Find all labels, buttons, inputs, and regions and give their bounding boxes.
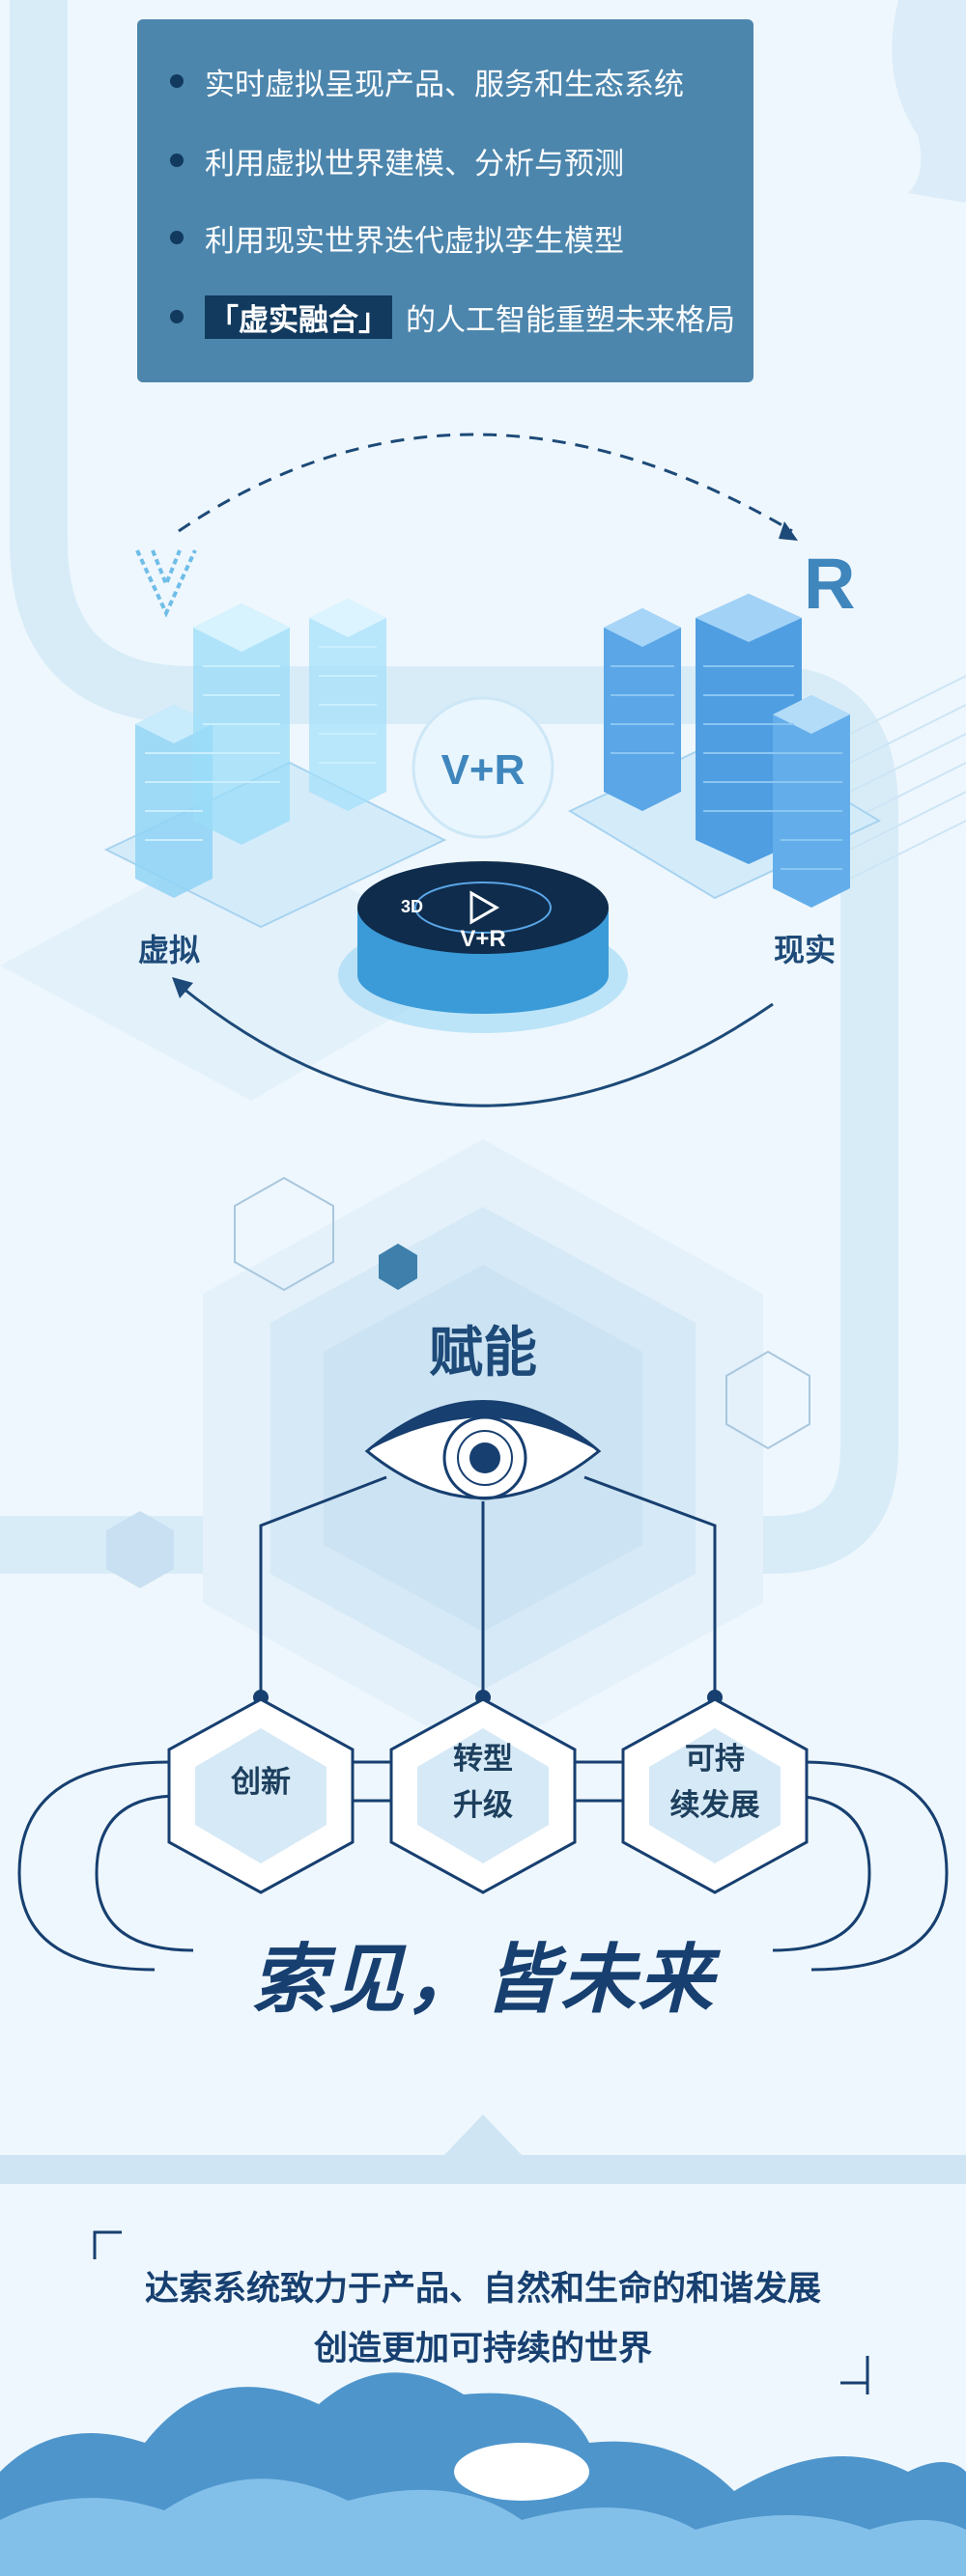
device-vr-label: V+R [460,926,505,952]
eye-pupil [469,1442,500,1473]
arrow-right-icon [779,521,798,541]
feature-item: 利用现实世界迭代虚拟孪生模型 [170,218,624,259]
branch-transformation: 转型 升级 [425,1736,541,1829]
feature-text: 实时虚拟呈现产品、服务和生态系统 [205,67,684,102]
features-panel: 实时虚拟呈现产品、服务和生态系统 利用虚拟世界建模、分析与预测 利用现实世界迭代… [137,19,753,382]
real-label: 现实 [774,932,836,968]
outline-hexagon-right [725,1350,810,1450]
connector-lines [259,1475,717,1697]
feature-text: 利用现实世界迭代虚拟孪生模型 [205,223,624,259]
feature-highlight: 「虚实融合」 [205,294,392,339]
device-3d-label: 3D [401,897,423,916]
hexagon-node [389,1697,577,1894]
arrow-left-icon [172,977,193,998]
loop-right-inner [772,1794,871,1952]
globe-silhouette [892,0,966,203]
virtual-label: 虚拟 [138,932,200,968]
empower-title: 赋能 [429,1322,537,1385]
bracket-top-left [93,2230,122,2259]
outline-hexagon-small [234,1176,334,1292]
feature-item: 利用虚拟世界建模、分析与预测 [170,141,624,182]
r-letter: R [804,544,855,624]
bullet-dot-icon [170,310,184,323]
headline: 索见，皆未来 [250,1937,715,2024]
feature-item: 实时虚拟呈现产品、服务和生态系统 [170,62,684,102]
branch-sustainability: 可持 续发展 [647,1736,782,1829]
branch-innovation: 创新 [203,1759,319,1806]
branch-label-line1: 转型 [453,1742,513,1777]
vr-illustration: R V+R 3D V+R [103,433,882,1107]
v-letter-icon [135,549,197,618]
slogan-line2: 创造更加可持续的世界 [313,2330,652,2368]
bullet-dot-icon [170,74,184,88]
solid-arc [178,983,774,1107]
feature-item: 「虚实融合」的人工智能重塑未来格局 [170,294,735,339]
slogan-brackets [93,2230,869,2394]
loop-left-inner [95,1794,194,1952]
branch-label-line2: 续发展 [669,1788,760,1823]
bullet-dot-icon [170,231,184,244]
loop-left-outer [17,1760,170,1972]
play-icon [469,890,500,925]
eye-iris [442,1415,527,1500]
eye-iris-inner [457,1430,513,1486]
solid-hexagon-small [379,1244,417,1290]
empower-diagram: 赋能 [17,1322,949,1972]
vr-bubble-text: V+R [441,746,526,794]
virtual-buildings [135,599,386,898]
real-buildings [604,594,850,908]
branch-label: 创新 [231,1765,291,1800]
hexagon-node [167,1697,355,1894]
cloud-front [0,2478,966,2576]
circuit-lines [849,675,966,880]
branch-label-line1: 可持 [685,1742,745,1777]
device-base [357,937,609,1014]
feature-text: 的人工智能重塑未来格局 [406,302,735,338]
bottom-band [0,2155,966,2184]
bracket-bottom-right [840,2356,869,2385]
slogan-line1: 达索系统致力于产品、自然和生命的和谐发展 [144,2270,821,2309]
solid-hexagon-left [106,1511,174,1588]
bullet-dot-icon [170,154,184,167]
device-top [357,861,609,954]
dashed-arc [178,433,793,533]
branch-label-line2: 升级 [453,1788,513,1823]
vr-bubble [412,696,554,839]
feature-text: 利用虚拟世界建模、分析与预测 [205,146,624,182]
device-ring [414,882,552,934]
hexagon-node [621,1697,809,1894]
band-peak [444,2114,522,2155]
loop-right-outer [801,1760,949,1972]
eye-lid [367,1401,599,1451]
cloud-white [454,2443,589,2501]
